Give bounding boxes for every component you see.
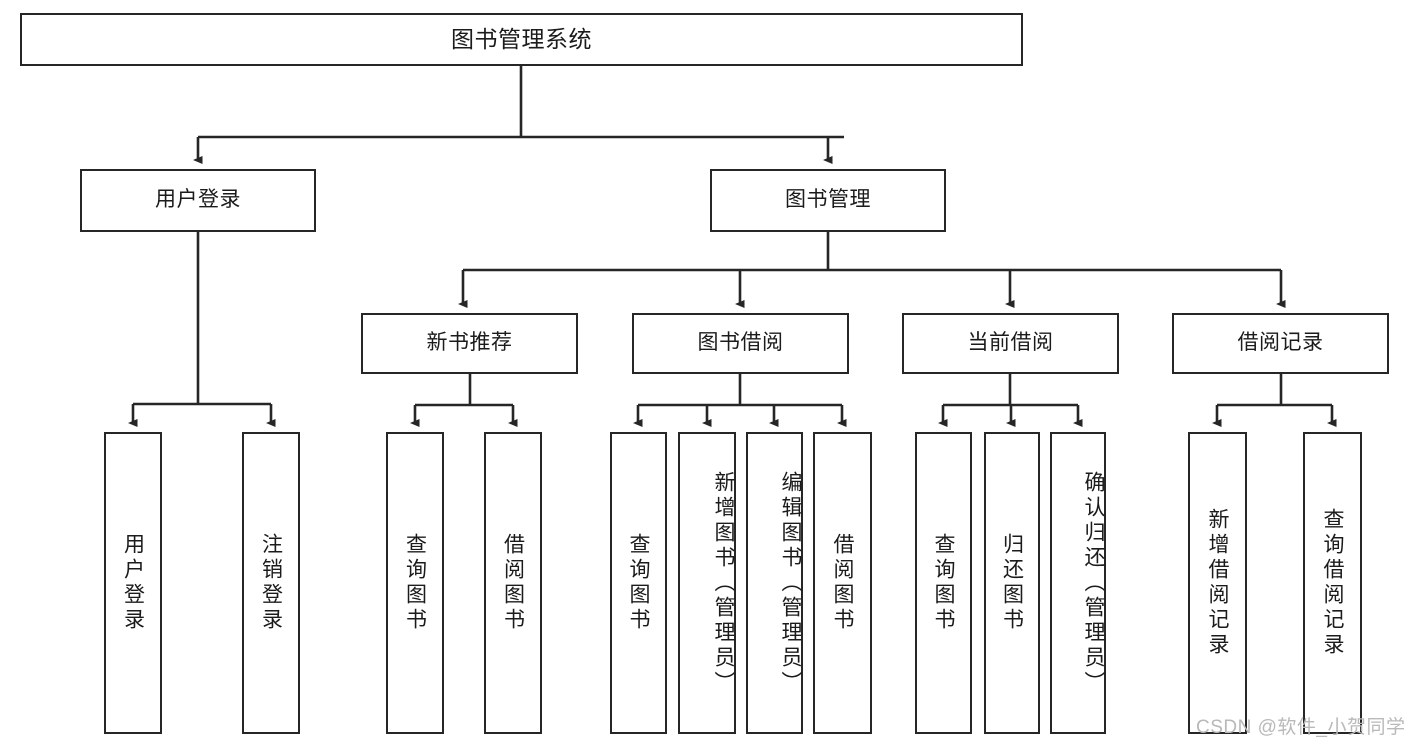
leaf-label: 查询图书 bbox=[403, 533, 427, 633]
leaf-label: 注销登录 bbox=[259, 533, 283, 633]
leaf-label: 查询图书 bbox=[932, 533, 955, 633]
leaf-node-query-borrow-record[interactable]: 查询借阅记录 bbox=[1303, 432, 1362, 734]
node-user-login[interactable]: 用户登录 bbox=[80, 169, 316, 232]
leaf-label: 归还图书 bbox=[1000, 533, 1024, 633]
node-borrow-record[interactable]: 借阅记录 bbox=[1172, 313, 1389, 374]
leaf-node-add-book-admin[interactable]: 新增图书（管理员） bbox=[678, 432, 736, 734]
leaf-node-query-book-recommend[interactable]: 查询图书 bbox=[386, 432, 444, 734]
leaf-node-confirm-return-admin[interactable]: 确认归还（管理员） bbox=[1050, 432, 1106, 734]
leaf-node-user-login[interactable]: 用户登录 bbox=[104, 432, 162, 734]
leaf-node-query-book-current[interactable]: 查询图书 bbox=[915, 432, 972, 734]
node-root[interactable]: 图书管理系统 bbox=[20, 13, 1023, 66]
leaf-node-add-borrow-record[interactable]: 新增借阅记录 bbox=[1188, 432, 1247, 734]
leaf-node-logout[interactable]: 注销登录 bbox=[242, 432, 300, 734]
leaf-node-edit-book-admin[interactable]: 编辑图书（管理员） bbox=[746, 432, 803, 734]
leaf-label: 借阅图书 bbox=[501, 533, 525, 633]
leaf-label: 编辑图书（管理员） bbox=[779, 470, 802, 696]
leaf-label: 查询图书 bbox=[627, 533, 650, 633]
leaf-label: 用户登录 bbox=[121, 533, 145, 633]
leaf-label: 新增图书（管理员） bbox=[712, 470, 735, 696]
leaf-node-borrow-book[interactable]: 借阅图书 bbox=[813, 432, 872, 734]
node-book-management[interactable]: 图书管理 bbox=[710, 169, 946, 232]
leaf-label: 确认归还（管理员） bbox=[1082, 470, 1105, 696]
node-new-book-recommend[interactable]: 新书推荐 bbox=[361, 313, 578, 374]
leaf-node-borrow-book-recommend[interactable]: 借阅图书 bbox=[484, 432, 542, 734]
leaf-node-return-book[interactable]: 归还图书 bbox=[984, 432, 1040, 734]
node-book-borrow[interactable]: 图书借阅 bbox=[632, 313, 849, 374]
leaf-label: 查询借阅记录 bbox=[1321, 508, 1344, 658]
node-current-borrow[interactable]: 当前借阅 bbox=[902, 313, 1119, 374]
csdn-watermark: CSDN @软件_小贺同学 bbox=[1196, 717, 1405, 738]
leaf-label: 新增借阅记录 bbox=[1206, 508, 1229, 658]
leaf-node-query-book-borrow[interactable]: 查询图书 bbox=[610, 432, 667, 734]
leaf-label: 借阅图书 bbox=[831, 533, 854, 633]
